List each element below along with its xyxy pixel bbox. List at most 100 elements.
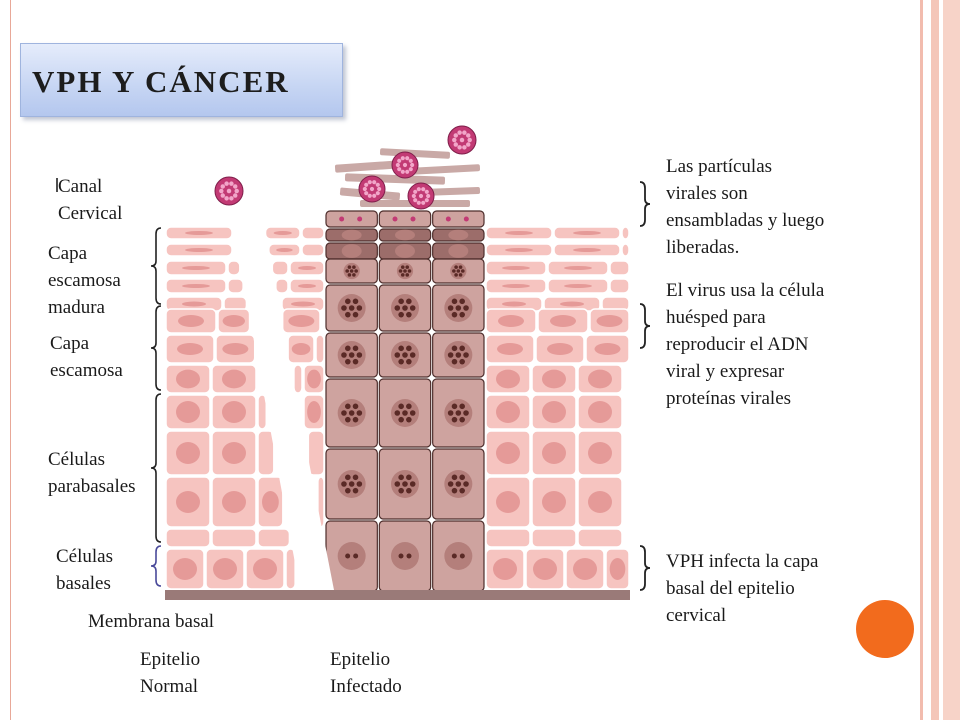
normal-cell-nucleus [502,301,526,307]
virion-capsomere [226,188,232,194]
normal-cell-nucleus [496,491,520,513]
viral-dna-dot [406,345,412,352]
virion-capsomere [424,198,429,203]
virion-capsomere [457,145,462,150]
virion-capsomere [377,186,382,192]
viral-dna-dot [394,410,401,416]
normal-cell-nucleus [222,491,246,513]
normal-cell-nucleus [177,343,203,355]
virion-capsomere [362,186,367,192]
bracket-mature-squamous [150,227,162,305]
normal-cell-nucleus [185,231,213,235]
infected-cell-nucleus [341,244,362,258]
viral-dna-dot [352,487,359,494]
viral-dna-dot [447,305,454,311]
label-basal-membrane: Membrana basal [88,611,215,632]
viral-dna-dot [345,487,351,494]
normal-cell-nucleus [588,491,612,513]
normal-cell-nucleus [182,301,206,307]
normal-cell-nucleus [588,442,612,464]
viral-dna-dot [341,410,347,416]
virion-capsomere [465,142,471,147]
normal-cell-nucleus [185,248,213,252]
normal-cell-nucleus [176,369,200,389]
label-mature-squamous-layer: Capa escamosa madura [48,243,121,318]
virion-capsomere [421,200,426,205]
normal-cell [285,548,296,590]
label-parabasal-cells: Células parabasales [48,449,136,497]
viral-dna-dot [406,487,412,494]
virion-capsomere [375,182,380,187]
label-squamous-layer: Capa escamosa [50,333,123,381]
normal-cell-nucleus [222,369,246,389]
normal-cell-nucleus [182,284,210,288]
virion-capsomere [400,156,405,161]
viral-dna-dot [356,305,363,311]
viral-dna-dot [398,416,404,423]
viral-dna-dot [398,358,404,365]
normal-cell-nucleus [307,369,321,389]
virion-capsomere [395,162,400,168]
viral-dna-dot [352,273,356,277]
viral-dna-dot [451,345,458,352]
viral-dna-dot [356,410,363,416]
viral-dna-dot [407,269,412,273]
normal-cell-nucleus [493,558,517,580]
virion-capsomere [411,193,416,199]
bracket-squamous [150,305,162,391]
bracket-replication [639,303,651,349]
virion-capsomere [467,137,472,143]
normal-cell-nucleus [594,343,621,355]
infected-cell-nucleus [337,542,366,570]
viral-dna-dot [455,352,462,358]
viral-dna-dot [406,416,412,423]
slide-title: VPH Y CÁNCER [32,64,290,99]
normal-cell-nucleus [222,343,249,355]
viral-dna-dot [403,269,407,273]
bracket-parabasal [150,393,162,543]
viral-dna-dot [352,403,359,410]
virion-capsomere [465,133,471,138]
normal-cell-nucleus [176,491,200,513]
viral-dna-dot [451,416,458,423]
viral-dna-dot [451,311,458,318]
normal-cell-nucleus [288,315,315,327]
viral-dna-dot [451,487,458,494]
normal-cell-nucleus [542,401,566,423]
normal-cell-nucleus [542,369,566,389]
viral-dna-dot [341,481,347,487]
note-viral-replication: El virus usa la célula huésped para repr… [666,280,825,409]
shedding-squame [419,187,481,196]
virion-capsomere [364,191,369,196]
viral-dna-dot [345,553,351,559]
virion-capsomere [462,130,467,135]
normal-cell-nucleus [533,558,557,580]
normal-cell-nucleus [213,558,237,580]
viral-dna-dot [400,273,405,277]
viral-dna-dot [352,311,359,318]
viral-dna-dot [398,345,404,352]
virion-capsomere [397,167,402,172]
virion-capsomere [405,169,410,174]
shedding-squame [409,164,481,175]
viral-dna-dot [406,403,412,410]
normal-cell [165,528,211,548]
virion-capsomere [424,189,429,194]
viral-dna-dot [353,553,359,559]
label-infected-epithelium: Epitelio Infectado [330,649,402,697]
viral-dna-dot [451,553,457,559]
label-canal-cervical: Canal Cervical [58,176,123,224]
viral-dna-dot [354,269,358,273]
virion-capsomere [367,193,372,198]
viral-dna-dot [345,269,349,273]
virion-capsomere [220,184,226,189]
normal-cell-nucleus [307,401,321,423]
infected-cell-nucleus [395,229,415,241]
viral-dna-dot [352,474,359,481]
bracket-infection [639,545,651,591]
normal-cell-nucleus [498,315,524,327]
viral-dna-dot [398,269,403,273]
normal-cell-nucleus [550,315,576,327]
viral-dna-dot [406,298,412,305]
